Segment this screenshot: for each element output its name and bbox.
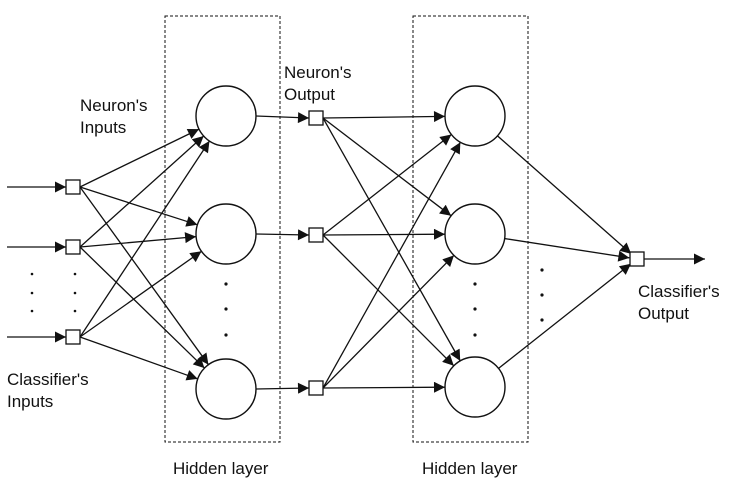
neuron-output-label-line1: Neuron's	[284, 63, 352, 82]
input-to-hidden1-edge	[79, 140, 211, 338]
ellipsis-dot	[224, 282, 228, 286]
ellipsis-dot	[73, 272, 77, 276]
hidden1-to-hidden2-edge	[322, 117, 461, 362]
input-ellipsis	[30, 272, 77, 313]
neuron-inputs-label-line2: Inputs	[80, 118, 126, 137]
neuron-output-node	[308, 227, 324, 243]
classifier-inputs-label-line2: Inputs	[7, 392, 53, 411]
ellipsis-dot	[73, 291, 77, 295]
ellipsis-dot	[73, 309, 77, 313]
input-to-hidden1-edge	[79, 250, 202, 338]
hidden1-neuron	[195, 203, 257, 265]
hidden1-to-hidden2-edge	[322, 234, 455, 367]
ellipsis-dot	[540, 268, 544, 272]
ellipsis-dot	[224, 333, 228, 337]
neuron-output-label-line2: Output	[284, 85, 335, 104]
input-node	[65, 239, 81, 255]
ellipsis-dot	[473, 307, 477, 311]
hidden2-to-output-edge	[498, 263, 632, 369]
hidden-2-ellipsis	[473, 282, 477, 337]
hidden2-neuron	[444, 85, 506, 147]
input-to-hidden1-edge	[79, 186, 198, 227]
hidden1-neuron	[195, 358, 257, 420]
hidden2-to-output-edge	[504, 237, 630, 262]
input-node	[65, 329, 81, 345]
input-to-hidden1-edge	[79, 186, 209, 366]
hidden1-output-edge	[255, 382, 310, 394]
hidden2-neuron	[444, 203, 506, 265]
hidden1-output-edge	[255, 112, 310, 124]
ellipsis-dot	[30, 291, 34, 295]
hidden1-to-hidden2-edge	[322, 117, 452, 217]
hidden1-output-edge	[255, 229, 310, 241]
nodes	[65, 85, 645, 420]
input-to-hidden1-edge	[79, 135, 205, 248]
ellipsis-dot	[473, 333, 477, 337]
ellipsis-dot	[540, 318, 544, 322]
ellipsis-dot	[473, 282, 477, 286]
hidden1-neuron	[195, 85, 257, 147]
input-to-hidden1-edge	[79, 232, 197, 248]
input-to-hidden1-edge	[79, 128, 200, 188]
hidden1-to-hidden2-edge	[322, 228, 446, 240]
ellipsis-dot	[224, 307, 228, 311]
neuron-inputs-label-line1: Neuron's	[80, 96, 148, 115]
hidden-layer-2-label: Hidden layer	[422, 459, 518, 478]
input-node	[65, 179, 81, 195]
hidden-layer-1-label: Hidden layer	[173, 459, 269, 478]
classifier-output-label-line1: Classifier's	[638, 282, 720, 301]
output-ellipsis	[540, 268, 544, 322]
classifier-output-label-line2: Output	[638, 304, 689, 323]
hidden-layer-2-box	[412, 15, 529, 443]
neuron-output-node	[308, 110, 324, 126]
ellipsis-dot	[540, 293, 544, 297]
connections	[7, 111, 705, 394]
ellipsis-dot	[30, 272, 34, 276]
hidden2-neuron	[444, 356, 506, 418]
ellipsis-dot	[30, 309, 34, 313]
input-to-hidden1-edge	[79, 246, 205, 369]
input-to-hidden1-edge	[79, 336, 198, 381]
neuron-output-node	[308, 380, 324, 396]
hidden1-to-hidden2-edge	[322, 141, 461, 389]
hidden-1-ellipsis	[224, 282, 228, 337]
hidden-layer-1-box	[164, 15, 281, 443]
hidden2-to-output-edge	[497, 135, 632, 255]
hidden1-to-hidden2-edge	[322, 133, 452, 236]
classifier-inputs-label-line1: Classifier's	[7, 370, 89, 389]
hidden1-to-hidden2-edge	[322, 111, 446, 123]
classifier-output-node	[629, 251, 645, 267]
hidden1-to-hidden2-edge	[322, 381, 446, 393]
hidden1-to-hidden2-edge	[322, 254, 455, 389]
